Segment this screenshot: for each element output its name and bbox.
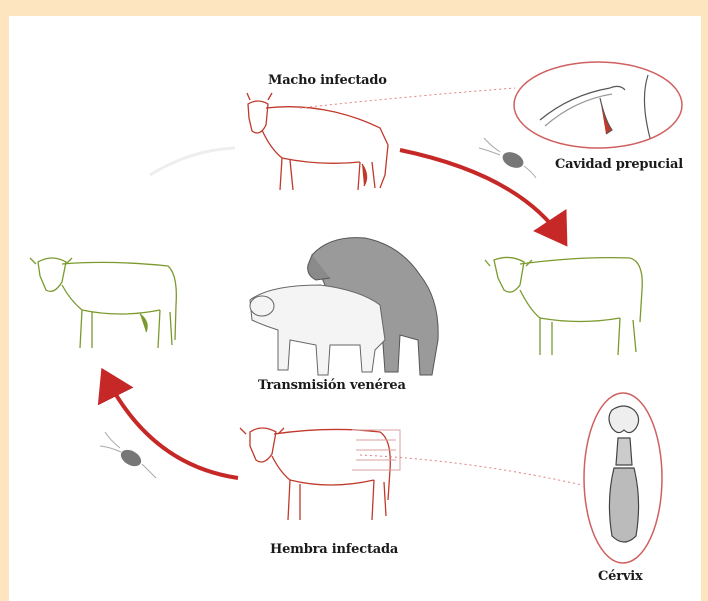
label-infected-cow: Hembra infectada — [270, 542, 398, 557]
trichomonas-icon-top — [479, 138, 536, 178]
arrow-to-healthy-cow — [400, 150, 563, 240]
mating-cattle-icon — [250, 238, 438, 375]
faint-arc — [150, 148, 235, 175]
arrow-to-left-cow — [105, 375, 238, 478]
healthy-cow-right-icon — [485, 257, 642, 355]
trichomonas-icon-bottom — [100, 432, 156, 478]
label-infected-bull: Macho infectado — [268, 73, 387, 88]
infected-cow-icon — [240, 428, 400, 520]
prepuce-detail-icon — [540, 75, 650, 138]
dotted-line-prepuce — [300, 88, 515, 108]
healthy-cow-left-icon — [30, 258, 176, 348]
cervix-detail-icon — [609, 406, 639, 542]
prepuce-ellipse — [514, 62, 682, 148]
label-cervix: Cérvix — [598, 569, 643, 584]
infected-bull-icon — [247, 93, 388, 190]
label-venereal: Transmisión venérea — [258, 378, 406, 393]
label-prepuce: Cavidad prepucial — [555, 157, 683, 172]
